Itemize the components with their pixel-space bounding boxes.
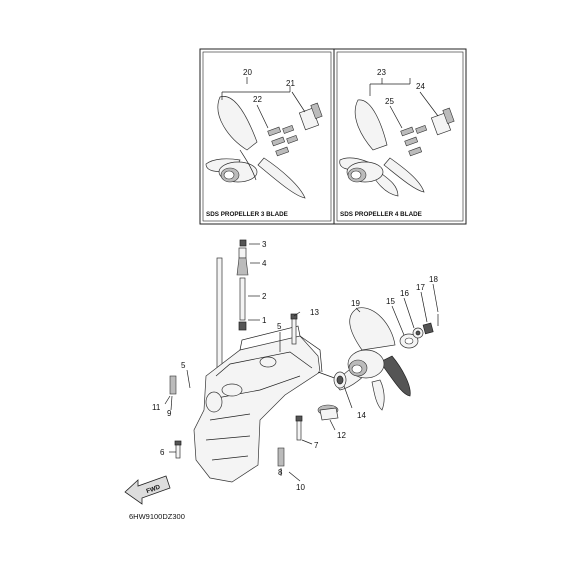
bolt-7 [295, 415, 303, 441]
callout-13: 13 [310, 308, 319, 317]
inset-frame-outer [199, 48, 467, 225]
bushing-kit-22 [267, 125, 299, 157]
callout-14: 14 [357, 411, 366, 420]
anode-8 [277, 447, 285, 467]
callout-25: 25 [385, 97, 394, 106]
anode-9 [169, 375, 177, 395]
callout-10: 10 [296, 483, 305, 492]
fwd-arrow-label: FWD [145, 484, 161, 496]
callout-9: 9 [167, 409, 172, 418]
fwd-arrow [124, 475, 171, 505]
trim-tab-12 [317, 404, 339, 421]
callout-5-right: 5 [277, 322, 282, 331]
callout-7: 7 [314, 441, 319, 450]
propeller-3-blade-illustration [205, 96, 306, 199]
callout-21: 21 [286, 79, 295, 88]
callout-3: 3 [262, 240, 267, 249]
callout-4: 4 [262, 259, 267, 268]
left-inset-leaders [221, 77, 306, 129]
spacer-15 [399, 333, 419, 349]
propeller-4-blade-illustration [339, 99, 425, 197]
callout-24: 24 [416, 82, 425, 91]
callout-18: 18 [429, 275, 438, 284]
callout-labels: 20 21 22 23 24 25 3 4 2 1 5 13 5 11 9 6 … [152, 68, 438, 492]
nut-17 [422, 322, 434, 335]
callout-11: 11 [152, 403, 161, 412]
inset-right-caption: SDS PROPELLER 4 BLADE [340, 211, 422, 218]
bushing-kit-25 [400, 125, 428, 157]
diagram-code: 6HW9100DZ300 [129, 512, 185, 521]
callout-16: 16 [400, 289, 409, 298]
callout-1: 1 [262, 316, 267, 325]
bolt-13 [290, 313, 298, 345]
callout-2: 2 [262, 292, 267, 301]
callout-19: 19 [351, 299, 360, 308]
callout-5-left: 5 [181, 361, 186, 370]
callout-20: 20 [243, 68, 252, 77]
callout-15: 15 [386, 297, 395, 306]
nut-24 [430, 107, 455, 136]
propeller-19 [337, 307, 411, 411]
nut-21 [298, 102, 323, 131]
callout-12: 12 [337, 431, 346, 440]
callout-22: 22 [253, 95, 262, 104]
bolt-6 [174, 440, 182, 459]
gear-case-housing [193, 325, 341, 483]
callout-23: 23 [377, 68, 386, 77]
leader-lines [164, 243, 439, 482]
callout-6: 6 [160, 448, 165, 457]
washer-14 [333, 371, 347, 389]
callout-8: 8 [278, 468, 283, 477]
right-inset-leaders [369, 78, 439, 129]
inset-left-caption: SDS PROPELLER 3 BLADE [206, 211, 288, 218]
callout-17: 17 [416, 283, 425, 292]
washer-16 [412, 327, 424, 339]
